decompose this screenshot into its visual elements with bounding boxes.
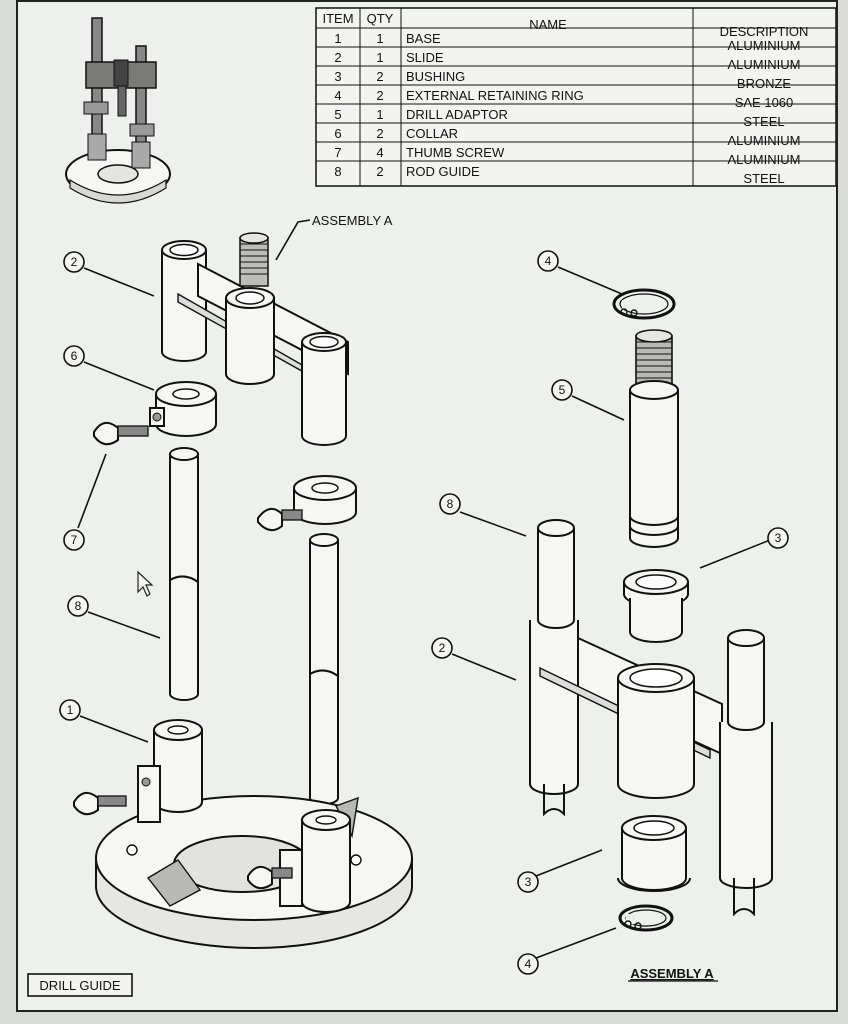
balloon-right-3-bottom: 3: [525, 875, 532, 889]
table-cell-name: BASE: [406, 31, 441, 46]
bushing-top: [623, 569, 689, 643]
balloon-right-2: 2: [439, 641, 446, 655]
assembly-a-title: ASSEMBLY A: [630, 966, 714, 981]
leader-lines: [77, 266, 771, 959]
mouse-cursor-icon: [137, 570, 154, 597]
rod-guide-left: [169, 447, 199, 701]
drawing-sheet: ITEM QTY NAME DESCRIPTION 1 1 BASE ALUMINIU…: [16, 0, 838, 1012]
header-qty: QTY: [367, 11, 394, 26]
table-cell-description: SAE 1060: [735, 95, 794, 110]
drawing-title-box: [27, 973, 133, 997]
table-cell-item: 8: [334, 164, 341, 179]
slide-large: [529, 519, 773, 917]
table-cell-item: 3: [334, 69, 341, 84]
balloon-right-5: 5: [559, 383, 566, 397]
table-cell-description: STEEL: [743, 171, 784, 186]
header-item: ITEM: [322, 11, 353, 26]
table-cell-item: 1: [334, 31, 341, 46]
table-cell-qty: 2: [376, 88, 383, 103]
table-cell-item: 5: [334, 107, 341, 122]
slide-part: [161, 240, 349, 446]
table-cell-qty: 1: [376, 31, 383, 46]
right-assembly-view: [529, 288, 773, 932]
drawing-title: DRILL GUIDE: [39, 978, 120, 993]
table-cell-description: ALUMINIUM: [728, 152, 801, 167]
table-cell-qty: 2: [376, 69, 383, 84]
balloon-left-7: 7: [71, 533, 78, 547]
header-description: DESCRIPTION: [720, 24, 809, 39]
balloon-right-8: 8: [447, 497, 454, 511]
assembly-a-callout: ASSEMBLY A: [312, 213, 393, 228]
drill-adaptor: [629, 329, 679, 548]
bushing-bottom: [617, 815, 691, 892]
rod-guide-middle: [309, 533, 339, 805]
retaining-ring-bottom: [618, 904, 674, 932]
table-cell-name: SLIDE: [406, 50, 444, 65]
table-cell-name: ROD GUIDE: [406, 164, 480, 179]
table-cell-description: BRONZE: [737, 76, 792, 91]
table-cell-name: THUMB SCREW: [406, 145, 505, 160]
drill-guide-drawing: ITEM QTY NAME DESCRIPTION 1 1 BASE ALUMINIU…: [27, 7, 837, 997]
header-name: NAME: [529, 17, 567, 32]
collar-left: [149, 381, 217, 437]
table-cell-item: 2: [334, 50, 341, 65]
table-cell-description: ALUMINIUM: [728, 57, 801, 72]
table-cell-qty: 1: [376, 107, 383, 122]
table-cell-description: ALUMINIUM: [728, 133, 801, 148]
parts-list-table: ITEM QTY NAME DESCRIPTION 1 1 BASE ALUMINIU…: [315, 7, 837, 187]
balloon-right-4-top: 4: [545, 254, 552, 268]
assembly-a-leader: [275, 219, 311, 261]
table-cell-qty: 1: [376, 50, 383, 65]
table-cell-name: COLLAR: [406, 126, 458, 141]
item-balloons: 2 6 7 8 1 4 5 8 3 2 3 4: [59, 250, 789, 975]
table-cell-description: STEEL: [743, 114, 784, 129]
collar-middle: [257, 475, 357, 532]
balloon-left-6: 6: [71, 349, 78, 363]
table-cell-item: 7: [334, 145, 341, 160]
table-cell-description: ALUMINIUM: [728, 38, 801, 53]
balloon-right-4-bottom: 4: [525, 957, 532, 971]
table-cell-qty: 2: [376, 164, 383, 179]
balloon-left-2: 2: [71, 255, 78, 269]
table-cell-name: DRILL ADAPTOR: [406, 107, 508, 122]
balloon-left-1: 1: [67, 703, 74, 717]
balloon-right-3-top: 3: [775, 531, 782, 545]
table-cell-name: BUSHING: [406, 69, 465, 84]
left-exploded-view: [73, 232, 413, 949]
base-part: [73, 719, 413, 949]
thumb-screw-left: [93, 421, 149, 446]
table-cell-qty: 4: [376, 145, 383, 160]
assembled-thumbnail: [65, 17, 171, 204]
table-cell-qty: 2: [376, 126, 383, 141]
balloon-left-8: 8: [75, 599, 82, 613]
table-cell-item: 4: [334, 88, 341, 103]
retaining-ring-top: [612, 288, 676, 320]
drill-adaptor-small: [239, 232, 269, 287]
table-cell-item: 6: [334, 126, 341, 141]
table-cell-name: EXTERNAL RETAINING RING: [406, 88, 584, 103]
